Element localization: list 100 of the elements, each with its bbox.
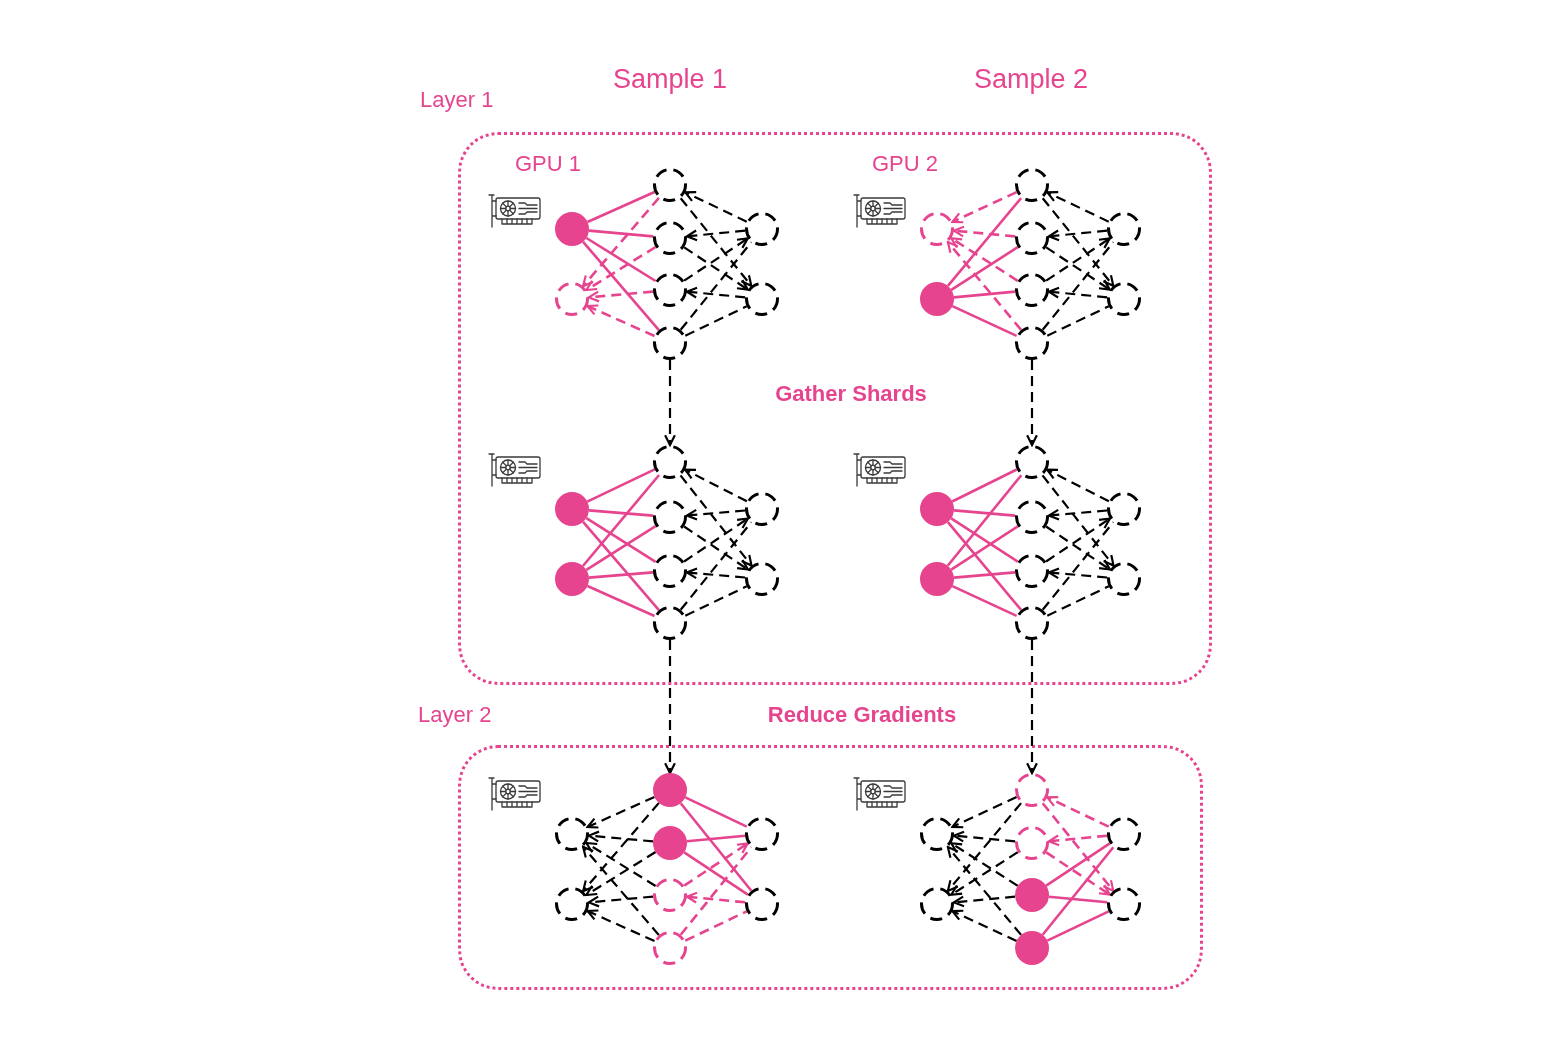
dashed-neuron-node [1015, 826, 1049, 860]
arrow [946, 241, 1023, 331]
arrow [683, 525, 749, 571]
neuron-node [653, 773, 687, 807]
connector-line [950, 246, 1019, 291]
arrow [582, 802, 660, 893]
arrow [683, 842, 749, 887]
dashed-neuron-node [653, 326, 687, 360]
connector-line [1048, 895, 1108, 904]
connector-line [684, 305, 748, 337]
connector-line [1045, 842, 1111, 887]
connector-line [588, 229, 654, 238]
dashed-neuron-node [745, 282, 779, 316]
arrow [1026, 640, 1038, 775]
column-heading: Sample 1 [612, 64, 728, 96]
arrow [685, 891, 746, 904]
connector-line [953, 290, 1016, 299]
dashed-neuron-node [1107, 562, 1141, 596]
connector-line [950, 525, 1019, 571]
step-label: Reduce Gradients [767, 702, 957, 728]
arrow [1045, 525, 1111, 571]
arrow [664, 640, 676, 775]
arrow [683, 246, 749, 291]
dashed-neuron-node [653, 606, 687, 640]
arrow [1046, 191, 1110, 223]
connector-line [684, 910, 748, 942]
neuron-node [555, 212, 589, 246]
connector-line [582, 521, 660, 611]
connector-line [951, 584, 1018, 618]
connector-line [946, 521, 1023, 611]
connector-line [1046, 585, 1110, 617]
arrow [1047, 508, 1108, 521]
arrow [685, 508, 746, 521]
connector-line [581, 474, 661, 567]
arrow [1046, 468, 1110, 503]
connector-line [679, 521, 753, 611]
arrow [1041, 197, 1115, 287]
neuron-node [555, 562, 589, 596]
connector-line [586, 468, 656, 503]
neuron-node [920, 282, 954, 316]
connector-line [679, 241, 753, 331]
arrow [950, 851, 1019, 896]
arrow [1041, 474, 1115, 567]
dashed-neuron-node [653, 273, 687, 307]
arrow [1047, 567, 1108, 580]
dashed-neuron-node [920, 817, 954, 851]
arrow [1045, 851, 1111, 896]
arrow [664, 360, 676, 447]
arrow [1047, 834, 1108, 847]
connector-line [1046, 910, 1110, 942]
neuron-node [1015, 878, 1049, 912]
dashed-neuron-node [745, 887, 779, 921]
connector-line [950, 517, 1019, 563]
arrow [685, 567, 746, 580]
neuron-node [920, 492, 954, 526]
arrow [1045, 517, 1111, 563]
dashed-neuron-node [653, 221, 687, 255]
arrow [951, 796, 1018, 829]
dashed-neuron-node [1015, 273, 1049, 307]
dashed-neuron-node [1107, 212, 1141, 246]
arrow [946, 846, 1022, 936]
connector-line [953, 571, 1016, 579]
dashed-neuron-node [1015, 606, 1049, 640]
dashed-neuron-node [745, 817, 779, 851]
connector-line [683, 851, 749, 896]
connector-line [953, 509, 1016, 517]
layer-heading: Layer 2 [418, 702, 492, 728]
arrow [1046, 796, 1110, 828]
arrow [585, 851, 657, 897]
arrow [587, 290, 654, 303]
dashed-neuron-node [555, 887, 589, 921]
arrow [950, 237, 1019, 282]
dashed-neuron-node [920, 212, 954, 246]
arrow [684, 191, 748, 223]
column-heading: Sample 2 [973, 64, 1089, 96]
connector-line [946, 474, 1023, 567]
dashed-neuron-node [745, 492, 779, 526]
arrow [679, 474, 753, 567]
neuron-node [555, 492, 589, 526]
connector-line [951, 304, 1018, 338]
dashed-neuron-node [1107, 492, 1141, 526]
connector-line [585, 525, 657, 571]
arrow [684, 468, 748, 503]
arrow [1047, 229, 1108, 242]
arrow [586, 796, 655, 829]
connector-line [684, 796, 748, 828]
arrow [587, 895, 654, 908]
dashed-neuron-node [1107, 817, 1141, 851]
connector-line [684, 585, 748, 617]
neuron-node [1015, 931, 1049, 965]
connector-line [586, 190, 656, 224]
dashed-neuron-node [745, 212, 779, 246]
dashed-neuron-node [653, 445, 687, 479]
arrow [683, 517, 749, 563]
dashed-neuron-node [653, 554, 687, 588]
arrow [952, 830, 1016, 843]
arrow [679, 197, 753, 287]
arrow [1041, 802, 1115, 892]
arrow [951, 190, 1018, 224]
arrow [582, 845, 660, 936]
